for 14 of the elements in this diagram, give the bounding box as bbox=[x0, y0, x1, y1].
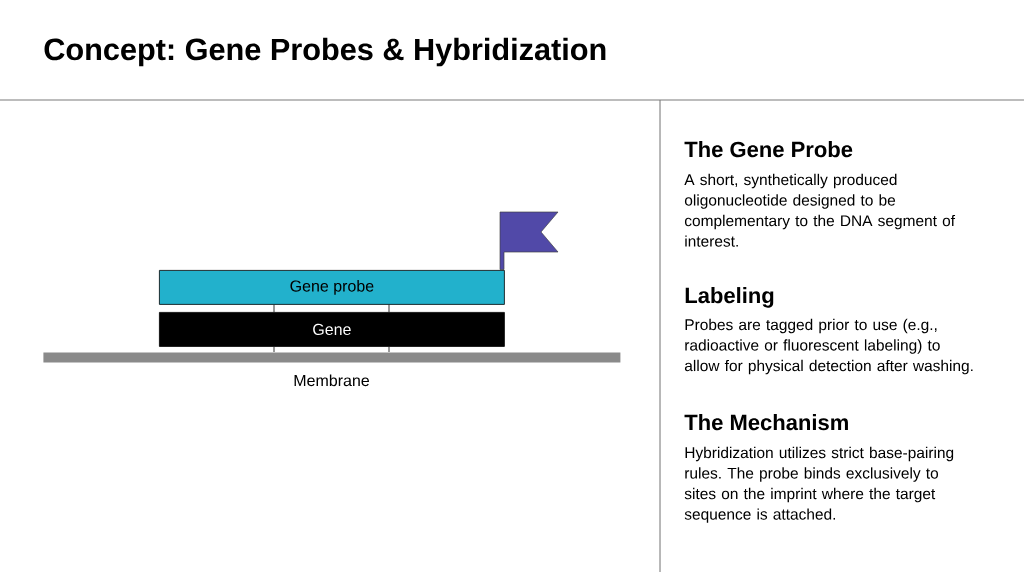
probe-bar: Gene probe bbox=[159, 270, 505, 305]
connector-line bbox=[388, 304, 390, 313]
body-text: Probes are tagged prior to use (e.g., radioactive or fluorescent labeling) to allow for physical detection after washing. bbox=[684, 318, 973, 375]
section-heading: The Mechanism bbox=[684, 414, 848, 431]
bar-label: Membrane bbox=[294, 374, 369, 387]
connector-line bbox=[388, 346, 390, 353]
body-text: A short, synthetically produced oligonucleotide designed to be complementary to the DNA segment of interest. bbox=[684, 173, 956, 247]
connector-line bbox=[273, 304, 275, 313]
section-heading: The Gene Probe bbox=[684, 141, 853, 158]
title: Concept: Gene Probes & Hybridization bbox=[44, 37, 606, 67]
section-heading: Labeling bbox=[685, 287, 774, 308]
connector-line bbox=[273, 346, 275, 353]
gene-bar: Gene bbox=[159, 312, 505, 347]
body-text: Hybridization utilizes strict base-pairing rules. The probe binds exclusively to sites on the imprint where the target sequence is attached. bbox=[684, 446, 954, 523]
